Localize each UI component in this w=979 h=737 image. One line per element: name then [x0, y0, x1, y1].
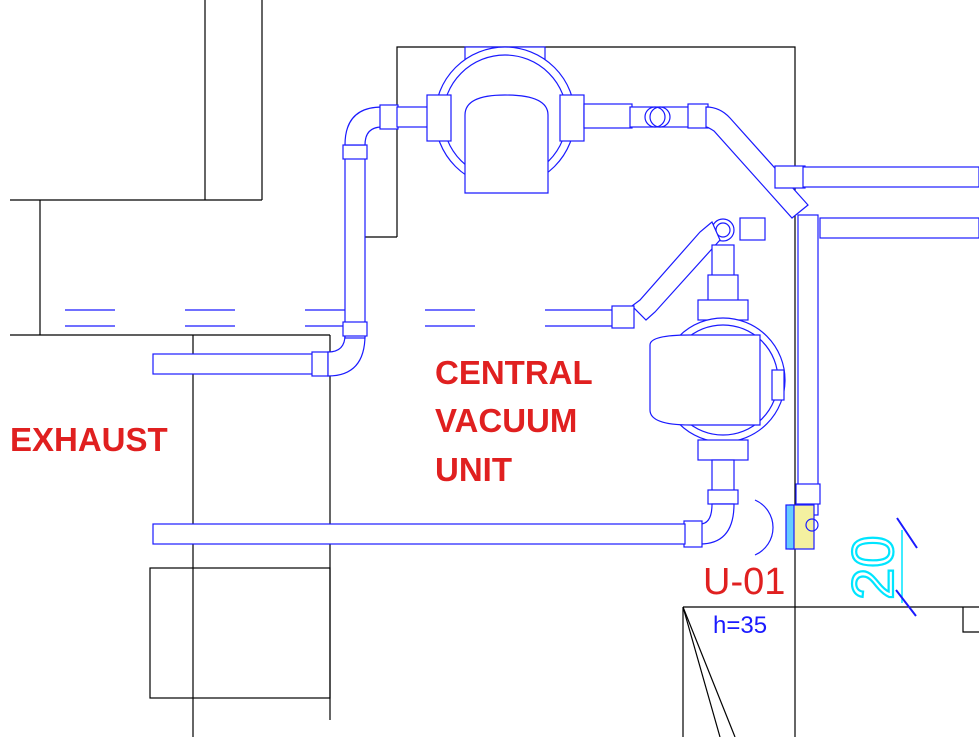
central-label-line3: UNIT	[435, 451, 512, 488]
dimension-marker	[895, 517, 918, 617]
height-label: h=35	[713, 612, 767, 639]
vacuum-inlet	[785, 504, 819, 550]
unit-tag-label: U-01	[703, 561, 785, 603]
upper-vacuum-unit	[426, 46, 585, 194]
dimension-label: 20	[841, 535, 906, 600]
piping	[152, 46, 979, 556]
walls	[10, 0, 979, 737]
overhead-dashed-lines	[65, 309, 615, 327]
central-label-line1: CENTRAL	[435, 354, 593, 391]
central-label-line2: VACUUM	[435, 402, 577, 439]
lower-vacuum-unit	[649, 299, 786, 461]
exhaust-label: EXHAUST	[10, 421, 168, 458]
